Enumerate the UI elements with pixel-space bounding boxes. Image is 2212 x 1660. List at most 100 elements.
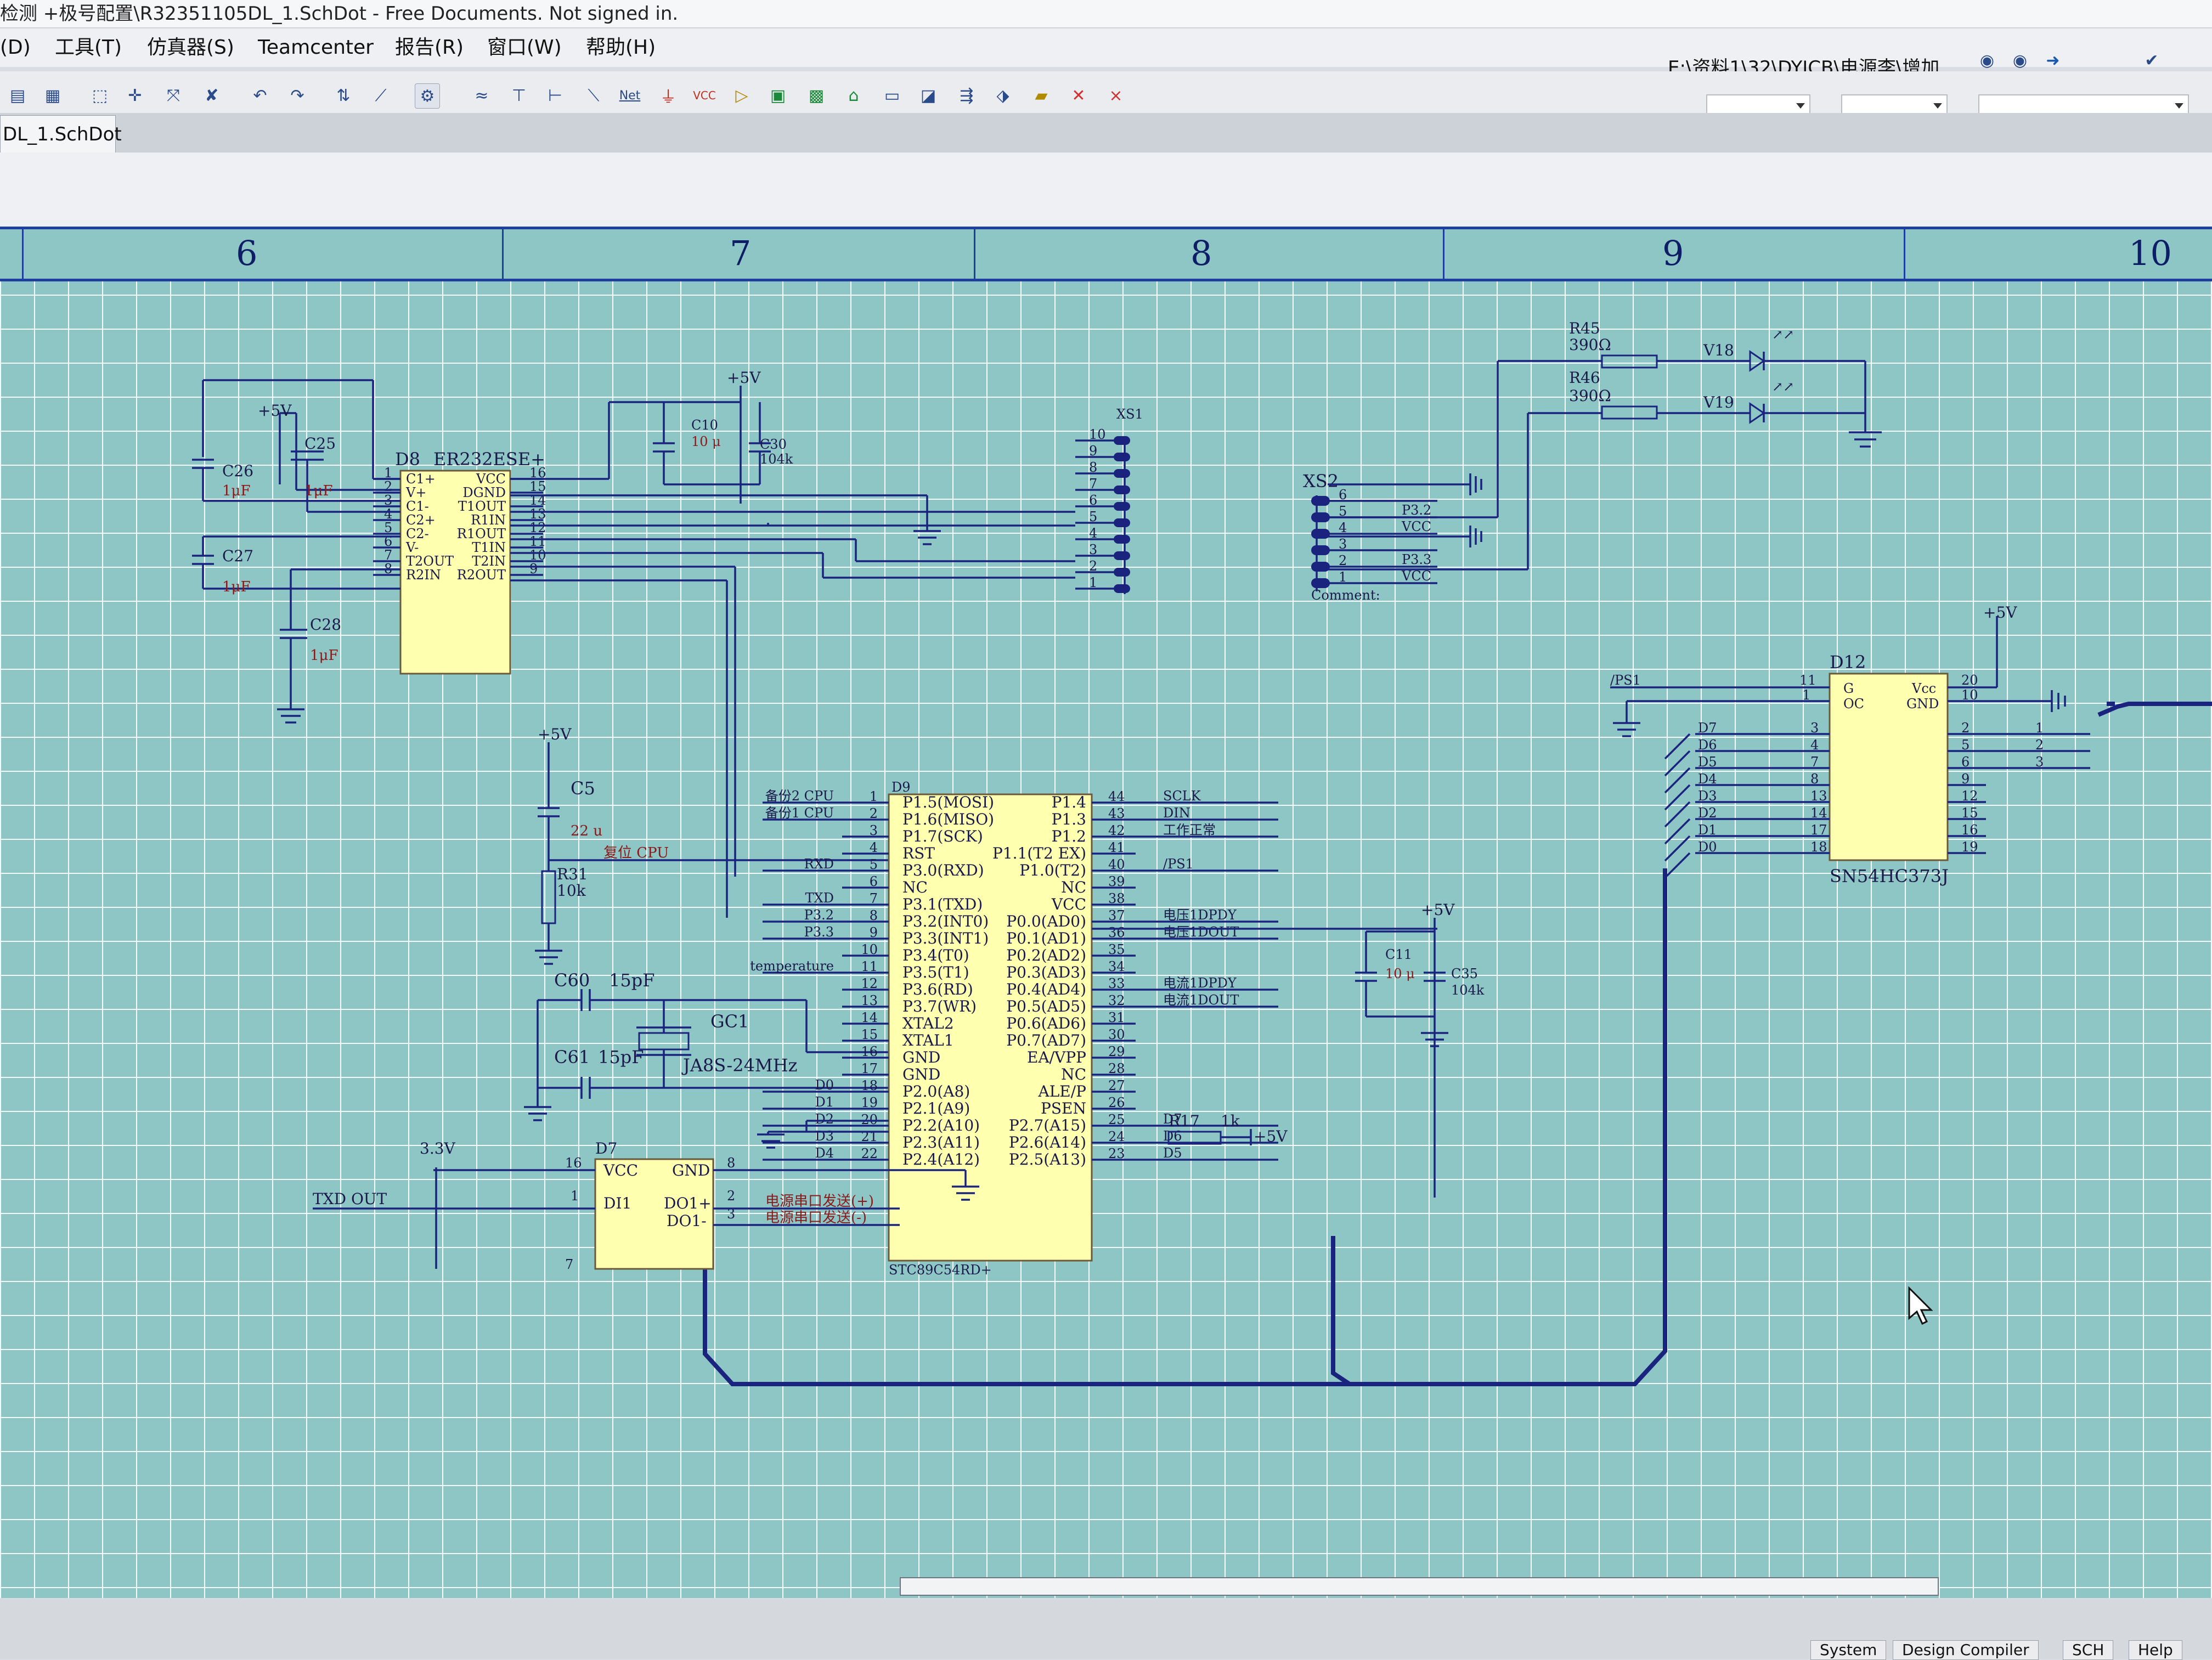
- xs1-pin-num: 4: [1089, 526, 1097, 541]
- mcu-pin-num: 10: [861, 942, 878, 957]
- horizontal-scrollbar[interactable]: [900, 1577, 1939, 1596]
- status-system[interactable]: System: [1810, 1640, 1887, 1660]
- sheet-entry-icon[interactable]: ⌂: [848, 86, 859, 105]
- menu-tools[interactable]: 工具(T): [55, 36, 122, 59]
- d7-pin-7: 7: [565, 1257, 573, 1272]
- v19-ref: V19: [1703, 393, 1734, 411]
- directive-icon[interactable]: ⬗: [996, 86, 1009, 105]
- library-icon[interactable]: ▦: [44, 86, 61, 105]
- mcu-pin-num: 5: [870, 857, 878, 872]
- cross-select-icon[interactable]: ⤧: [167, 86, 180, 105]
- menu-reports[interactable]: 报告(R): [395, 36, 464, 59]
- led-indicators: R45 390Ω ↗↗ V18 R46 390Ω ↗↗ V19: [1569, 319, 1882, 448]
- d8-pin-num: 12: [529, 520, 546, 535]
- zone-divider: [22, 227, 24, 279]
- mcu-pin-num: 40: [1108, 857, 1125, 872]
- mcu-pin-num: 18: [861, 1078, 878, 1093]
- mcu-pin-num: 23: [1108, 1146, 1125, 1161]
- line-icon[interactable]: ⟍: [588, 86, 600, 105]
- settings-icon[interactable]: ✔: [2145, 50, 2159, 70]
- bus-icon[interactable]: ≈: [475, 86, 489, 105]
- status-design-compiler[interactable]: Design Compiler: [1893, 1640, 2039, 1660]
- d8-pin-num: 7: [384, 547, 392, 563]
- harness-icon[interactable]: ◪: [920, 86, 936, 105]
- latch-in-pin: 8: [1810, 771, 1819, 787]
- transceiver-d7[interactable]: D7 VCC DI1 GND DO1+ DO1- 16 1 7 8 2 3 3.…: [313, 1139, 979, 1272]
- move-icon[interactable]: ✛: [128, 86, 142, 105]
- up-down-icon[interactable]: ⇅: [336, 86, 351, 105]
- d8-pin-name: T2IN: [472, 554, 506, 569]
- d7-net-out-m: 电源串口发送(-): [765, 1210, 867, 1226]
- mcu-pin-name: P0.7(AD7): [1006, 1031, 1086, 1049]
- status-help[interactable]: Help: [2129, 1640, 2182, 1660]
- latch-in-pin: 14: [1810, 805, 1827, 821]
- menu-help[interactable]: 帮助(H): [586, 36, 656, 59]
- d8-pin-name: R2IN: [406, 567, 441, 583]
- part-icon[interactable]: ▣: [770, 86, 786, 105]
- mcu-pin-name: P3.2(INT0): [902, 912, 989, 930]
- deselect-icon[interactable]: ✘: [205, 86, 219, 105]
- mcu-pin-name: P0.3(AD3): [1006, 963, 1086, 981]
- undo-icon[interactable]: ↶: [253, 86, 267, 105]
- xs1-pin-contact: [1114, 584, 1130, 593]
- forward-icon[interactable]: ◉: [2012, 50, 2028, 70]
- latch-chip-d12[interactable]: D12 SN54HC373J G OC Vcc GND 11 1 20 10 /…: [1610, 603, 2090, 887]
- xs2-ref: XS2: [1303, 471, 1339, 492]
- power-33v: 3.3V: [420, 1139, 456, 1158]
- schematic-sheet[interactable]: [0, 227, 2212, 1598]
- device-sheet-icon[interactable]: ▭: [884, 86, 900, 105]
- harness-entry-icon[interactable]: ⇶: [960, 86, 974, 105]
- clear-icon[interactable]: ⨯: [1109, 86, 1123, 105]
- wire-icon[interactable]: ⊤: [511, 86, 527, 105]
- tab-document[interactable]: DL_1.SchDot: [0, 115, 122, 153]
- latch-in-net: D6: [1698, 737, 1717, 753]
- d8-pin-num: 9: [529, 561, 538, 577]
- xs2-pin-num: 2: [1339, 553, 1347, 568]
- zone-7: 7: [730, 233, 752, 273]
- mcu-pin-name: P1.2: [1052, 827, 1086, 845]
- sheet-symbol-icon[interactable]: ▩: [808, 86, 825, 105]
- d8-pin-num: 15: [529, 479, 546, 494]
- mcu-pin-name: P2.2(A10): [902, 1116, 980, 1134]
- mcu-net-label: D5: [1163, 1145, 1182, 1161]
- latch-in-net: D1: [1698, 822, 1717, 838]
- open-icon[interactable]: ▤: [9, 86, 26, 105]
- net-label-icon[interactable]: Net: [619, 88, 641, 103]
- bus-entry-icon[interactable]: ⊢: [548, 86, 563, 105]
- probe-icon[interactable]: ⟋: [375, 86, 387, 105]
- ground-icon[interactable]: ⏚: [660, 88, 676, 107]
- redo-icon[interactable]: ↷: [290, 86, 304, 105]
- mcu-pin-num: 20: [861, 1112, 878, 1127]
- back-icon[interactable]: ◉: [1979, 50, 1995, 70]
- zone-divider: [1443, 227, 1444, 279]
- mcu-pin-num: 39: [1108, 874, 1125, 889]
- mcu-net-label: D7: [1163, 1111, 1182, 1127]
- mcu-pin-name: P2.5(A13): [1009, 1150, 1086, 1168]
- menu-teamcenter[interactable]: Teamcenter: [258, 36, 374, 59]
- status-sch[interactable]: SCH: [2063, 1640, 2114, 1660]
- vcc-icon[interactable]: VCC: [693, 89, 716, 102]
- menu-window[interactable]: 窗口(W): [487, 36, 562, 59]
- mcu-pin-name: P1.7(SCK): [902, 827, 983, 845]
- no-erc-icon[interactable]: ✕: [1071, 86, 1086, 105]
- mcu-net-label: P3.3: [804, 924, 834, 940]
- d7-pin-1: 1: [571, 1188, 579, 1204]
- menu-simulator[interactable]: 仿真器(S): [147, 36, 234, 59]
- mcu-pin-num: 43: [1108, 806, 1125, 821]
- home-icon[interactable]: ➜: [2046, 50, 2060, 70]
- r17-value: 1k: [1221, 1112, 1240, 1130]
- c25-value: 1μF: [304, 483, 332, 499]
- menu-d[interactable]: (D): [0, 36, 31, 59]
- gc1-ref: GC1: [710, 1011, 749, 1032]
- mcu-net-label: 电流1DOUT: [1163, 992, 1239, 1008]
- text-frame-icon[interactable]: ▰: [1035, 86, 1048, 105]
- compile-icon[interactable]: ⚙: [415, 83, 440, 109]
- mcu-net-label: DIN: [1163, 805, 1190, 821]
- select-rect-icon[interactable]: ⬚: [92, 86, 108, 105]
- port-icon[interactable]: ▷: [735, 86, 748, 105]
